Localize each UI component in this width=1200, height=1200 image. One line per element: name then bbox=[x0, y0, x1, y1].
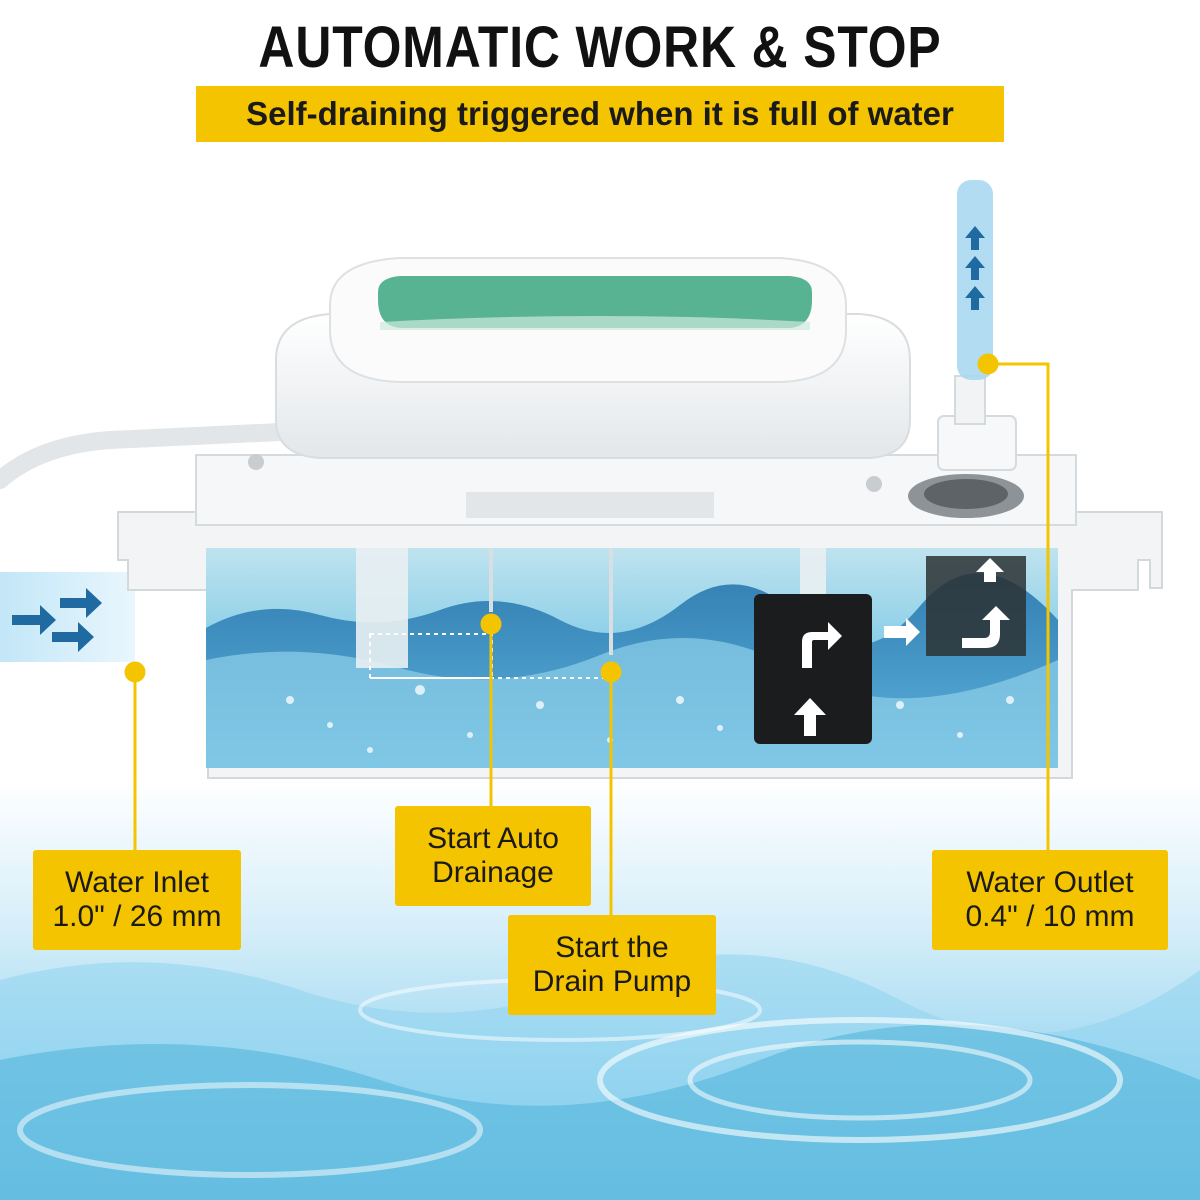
pump-lid bbox=[248, 257, 911, 518]
water-outlet-size: 0.4" / 10 mm bbox=[965, 900, 1135, 933]
arrow-right-icon bbox=[60, 588, 102, 618]
drain-pump-line1: Start the bbox=[555, 931, 669, 964]
auto-drainage-line2: Drainage bbox=[432, 856, 554, 889]
water-inlet-size: 1.0" / 26 mm bbox=[52, 900, 222, 933]
water-inlet-label: Water Inlet bbox=[65, 866, 209, 899]
drain-pump-callout: Start the Drain Pump bbox=[508, 915, 716, 1015]
page-title: AUTOMATIC WORK & STOP bbox=[258, 15, 942, 80]
water-outlet-callout: Water Outlet 0.4" / 10 mm bbox=[932, 850, 1168, 950]
water-inlet-callout: Water Inlet 1.0" / 26 mm bbox=[33, 850, 241, 950]
drain-pump-line2: Drain Pump bbox=[532, 965, 692, 998]
inlet-water-stream bbox=[0, 572, 135, 662]
arrow-right-icon bbox=[884, 618, 920, 646]
outlet-fitting bbox=[908, 180, 1024, 518]
auto-drainage-callout: Start Auto Drainage bbox=[395, 806, 591, 906]
arrow-right-icon bbox=[52, 622, 94, 652]
arrow-turn-right-icon bbox=[802, 622, 842, 668]
subtitle-banner: Self-draining triggered when it is full … bbox=[196, 86, 1004, 142]
arrow-up-icon bbox=[794, 698, 826, 736]
auto-drainage-line1: Start Auto bbox=[427, 822, 559, 855]
arrow-up-icon bbox=[976, 558, 1004, 582]
arrow-up-icon bbox=[965, 226, 985, 250]
inlet-hose bbox=[0, 423, 289, 489]
flow-indicator bbox=[754, 556, 1026, 744]
arrow-right-icon bbox=[12, 605, 56, 635]
callout-lines bbox=[124, 353, 1050, 915]
water-outlet-label: Water Outlet bbox=[966, 866, 1134, 899]
arrow-turn-up-icon bbox=[962, 606, 1010, 648]
arrow-up-icon bbox=[965, 256, 985, 280]
arrow-up-icon bbox=[965, 286, 985, 310]
